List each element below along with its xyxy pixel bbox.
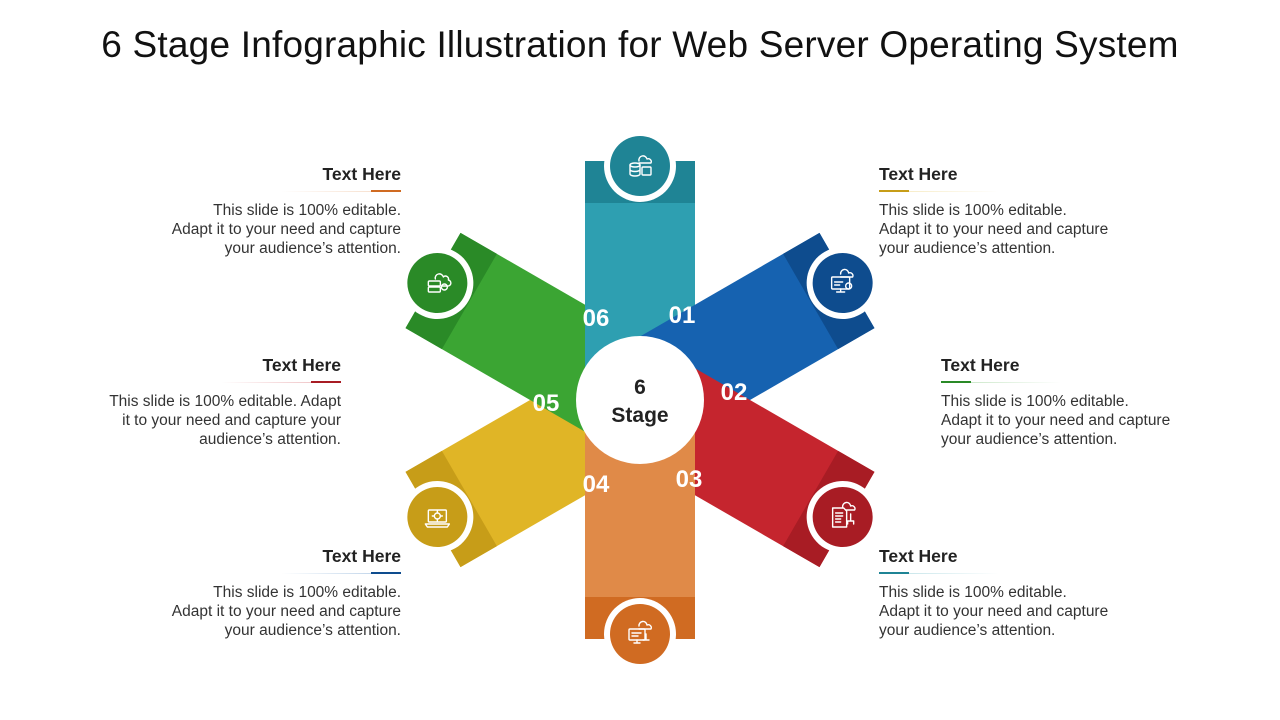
- stage-04-heading: Text Here: [322, 546, 401, 566]
- stage-01-body: This slide is 100% editable. Adapt it to…: [879, 202, 1109, 257]
- stage-03-body: This slide is 100% editable. Adapt it to…: [879, 584, 1109, 639]
- stage-06-text: Text Here This slide is 100% editable. A…: [71, 165, 401, 258]
- stage-04-text: Text Here This slide is 100% editable. A…: [71, 547, 401, 640]
- stage-03-text: Text Here This slide is 100% editable. A…: [879, 547, 1209, 640]
- stage-04-body: This slide is 100% editable. Adapt it to…: [171, 584, 401, 639]
- stage-03-number: 03: [676, 466, 703, 493]
- stage-02-rule-accent: [941, 381, 971, 383]
- stage-02-body: This slide is 100% editable. Adapt it to…: [941, 393, 1171, 448]
- stage-05-rule: [221, 381, 341, 383]
- computer-cloud-icon: [628, 620, 652, 644]
- stage-04-rule-accent: [371, 572, 401, 574]
- stage-02-number: 02: [721, 379, 748, 406]
- stage-06-band: [585, 400, 695, 639]
- stage-01-text: Text Here This slide is 100% editable. A…: [879, 165, 1209, 258]
- stage-05-text: Text Here This slide is 100% editable. A…: [11, 356, 341, 449]
- center-label-word: Stage: [611, 404, 668, 427]
- stage-01-rule-accent: [879, 190, 909, 192]
- server-cloud-icon: [427, 273, 452, 293]
- stage-06-body: This slide is 100% editable. Adapt it to…: [171, 202, 401, 257]
- stage-02-heading: Text Here: [941, 355, 1020, 375]
- stage-06-icon-disc: [610, 604, 670, 664]
- stage-06-number: 06: [583, 305, 610, 332]
- center-hub: [576, 336, 704, 464]
- stage-01-heading: Text Here: [879, 164, 958, 184]
- stage-05-heading: Text Here: [262, 355, 341, 375]
- stage-01-icon-disc: [407, 487, 468, 547]
- document-network-icon: [831, 501, 856, 528]
- center-label-number: 6: [634, 376, 646, 399]
- stage-05-number: 05: [533, 390, 560, 417]
- stage-04-rule: [281, 572, 401, 574]
- stage-06-arm: [585, 400, 695, 670]
- stage-03-rule: [879, 572, 999, 574]
- stage-06-rule: [281, 190, 401, 192]
- monitor-cloud-icon: [830, 268, 854, 293]
- stage-03-rule-accent: [879, 572, 909, 574]
- stage-02-icon-disc: [407, 253, 468, 313]
- page-title: 6 Stage Infographic Illustration for Web…: [101, 24, 1179, 65]
- stage-05-rule-accent: [311, 381, 341, 383]
- database-cloud-icon: [629, 155, 652, 177]
- laptop-settings-icon: [424, 509, 451, 528]
- stage-02-rule: [941, 381, 1061, 383]
- stage-02-text: Text Here This slide is 100% editable. A…: [941, 356, 1271, 449]
- stage-05-body: This slide is 100% editable. Adapt it to…: [109, 393, 341, 448]
- stage-01-rule: [879, 190, 999, 192]
- stage-04-number: 04: [583, 471, 610, 498]
- stage-03-heading: Text Here: [879, 546, 958, 566]
- stage-06-heading: Text Here: [322, 164, 401, 184]
- stage-04-icon-disc: [812, 253, 873, 313]
- stage-06-rule-accent: [371, 190, 401, 192]
- stage-05-icon-disc: [812, 487, 873, 547]
- stage-01-number: 01: [669, 302, 696, 329]
